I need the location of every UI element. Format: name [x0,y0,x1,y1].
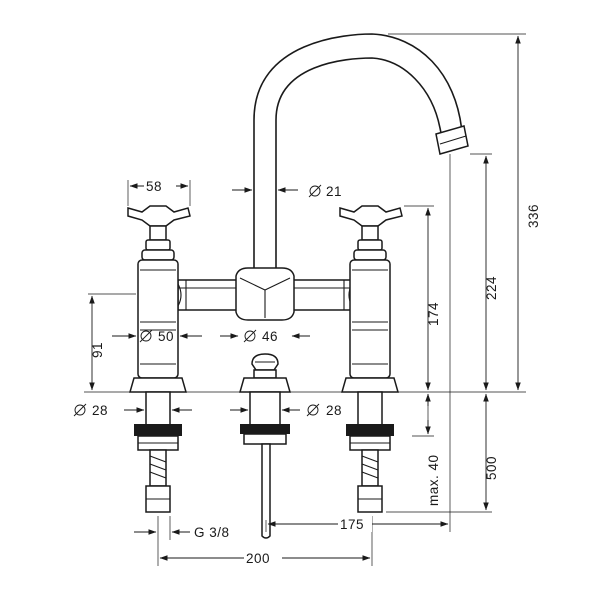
dim-spout-reach: 175 [340,517,364,532]
dim-valve-height: 91 [90,342,105,358]
left-lock-nut [134,424,182,436]
dim-handle-height: 174 [426,302,441,326]
dim-center-spacing: 200 [246,551,270,566]
dim-center-shank-diameter: 28 [326,403,342,418]
center-popup-knob [239,353,291,539]
dim-handle-width: 58 [146,179,162,194]
right-valve [339,205,403,513]
spout-gooseneck [253,33,465,270]
dim-connection-thread: G 3/8 [194,525,230,540]
diameter-symbol-icon [139,329,153,343]
diameter-symbol-icon [308,184,322,198]
diameter-symbol-icon [73,403,87,417]
dim-shank-length: 500 [484,456,499,480]
dim-max-deck-thickness: max. 40 [426,454,441,506]
dim-spout-height: 224 [484,276,499,300]
dim-overall-height: 336 [526,204,541,228]
center-lock-nut [240,424,290,434]
dim-center-diameter: 46 [262,329,278,344]
dim-spout-diameter: 21 [326,184,342,199]
dim-valve-diameter: 50 [158,329,174,344]
left-valve [127,205,191,513]
diameter-symbol-icon [306,403,320,417]
left-cross-handle [127,205,191,227]
right-cross-handle [339,205,403,227]
dimension-labels: 58 21 336 224 174 91 50 46 28 28 max. 40… [73,178,541,566]
bridge-pipe-right [289,279,353,311]
faucet-body [127,33,469,539]
right-lock-nut [346,424,394,436]
spout-gooseneck-inner [275,57,443,270]
diameter-symbol-icon [243,329,257,343]
bridge-pipe-left [177,279,241,311]
dim-left-shank-diameter: 28 [92,403,108,418]
